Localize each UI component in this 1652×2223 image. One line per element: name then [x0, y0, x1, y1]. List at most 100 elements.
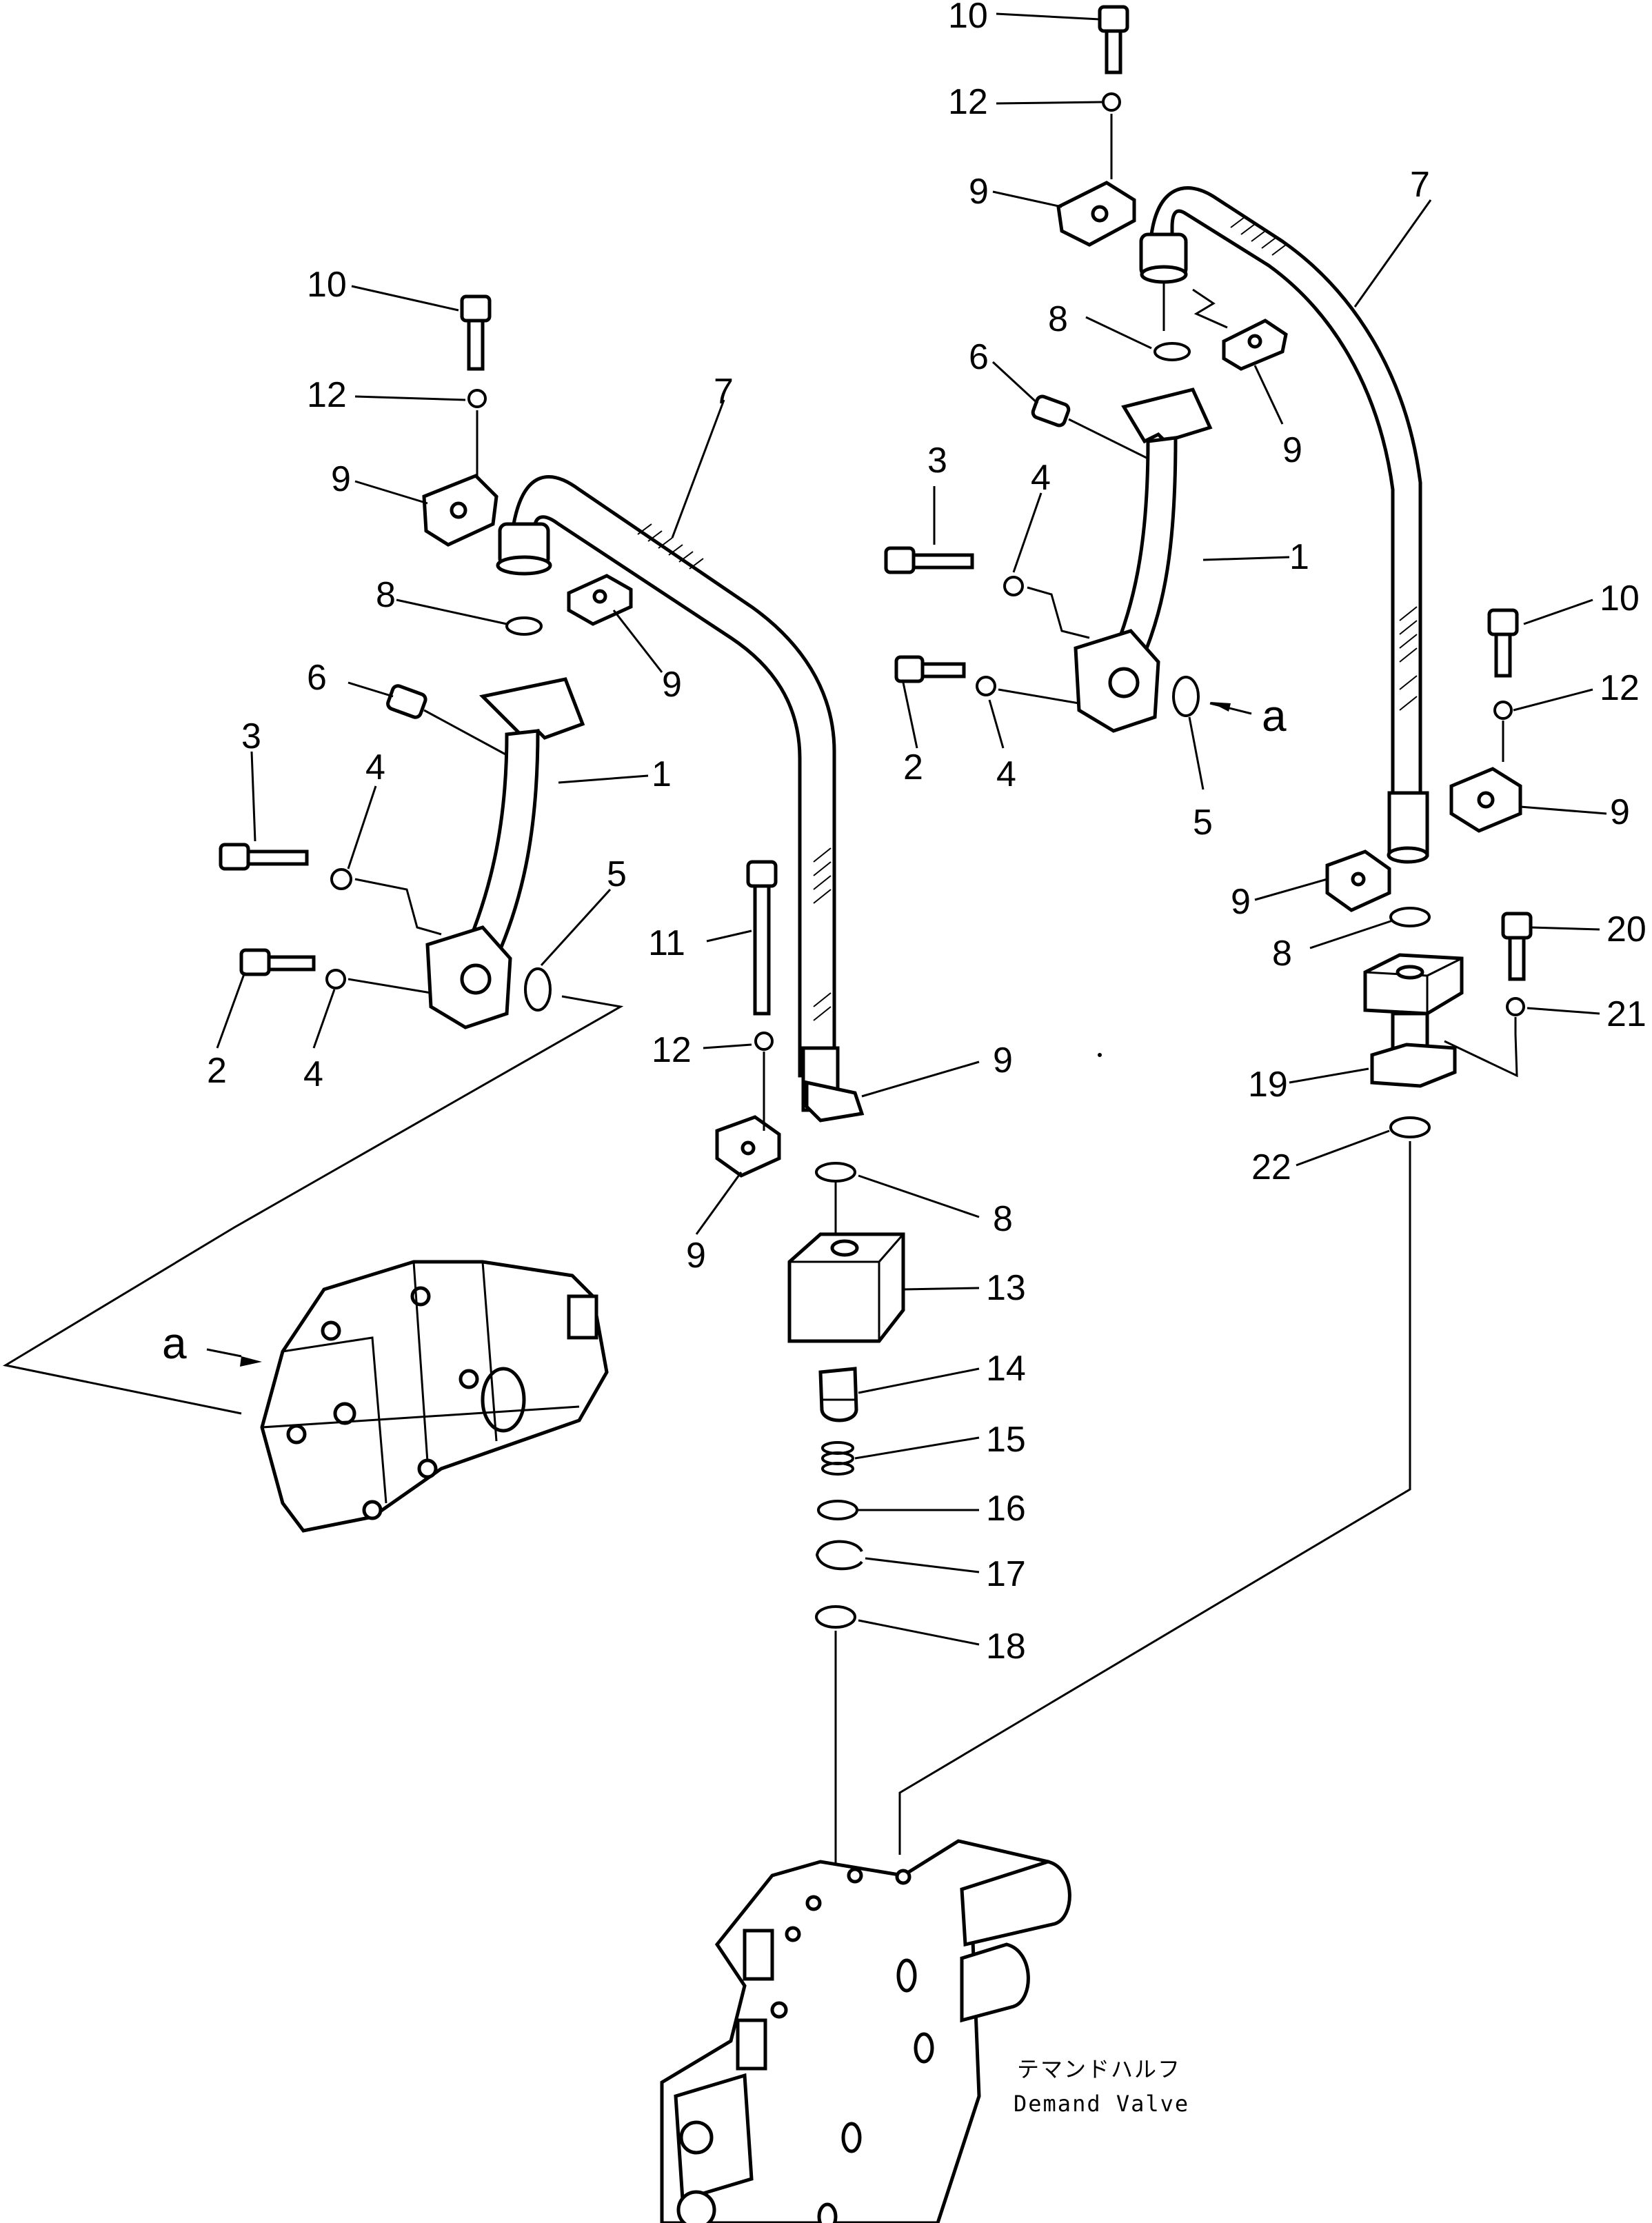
washer-4-right-top	[1003, 576, 1024, 596]
callout-right-9-top: 9	[969, 172, 989, 212]
callout-left-6: 6	[307, 658, 327, 698]
leader-lines	[206, 12, 1607, 1646]
plug-6-left	[386, 684, 427, 719]
view-marker-a-pump: a	[162, 1318, 187, 1368]
flange-half-9-right-top	[1056, 181, 1136, 247]
callout-left-12-top: 12	[307, 375, 347, 415]
callout-left-3: 3	[241, 716, 261, 756]
callout-right-21: 21	[1606, 994, 1646, 1034]
callout-right-12-lower: 12	[1600, 668, 1640, 708]
callout-left-1: 1	[652, 754, 672, 794]
hydraulic-pump	[260, 1260, 609, 1533]
bolt-3-left	[219, 843, 309, 871]
callout-left-2: 2	[207, 1051, 227, 1091]
oring-18	[815, 1605, 856, 1629]
view-arrow-a-right	[1209, 702, 1252, 715]
leader-to-pump-left	[2, 995, 624, 1415]
callout-left-13: 13	[986, 1268, 1026, 1308]
oring-8-left-top	[505, 616, 543, 636]
oring-5-right	[1172, 676, 1200, 717]
callout-left-4-bottom: 4	[303, 1054, 323, 1094]
callout-right-4-top: 4	[1031, 458, 1051, 498]
flange-half-9-right-mid	[1222, 319, 1288, 371]
callout-right-4-bottom: 4	[996, 754, 1016, 794]
oring-22	[1389, 1116, 1431, 1138]
demand-valve	[660, 1839, 1071, 2223]
tube-1-right	[1074, 388, 1213, 733]
flange-half-9-left-top	[422, 474, 498, 547]
bolt-10-right-lower	[1487, 608, 1519, 678]
caption-english: Demand Valve	[1014, 2091, 1189, 2117]
callout-right-3: 3	[927, 441, 947, 481]
valve-block-13	[787, 1232, 905, 1343]
leader-22-to-valve	[898, 1141, 1411, 1855]
callout-left-12-bottom: 12	[652, 1030, 692, 1070]
flange-half-9-left-mid	[567, 574, 633, 626]
callout-right-10-lower: 10	[1600, 579, 1640, 618]
oring-8-right-top	[1154, 342, 1191, 361]
callout-left-8-top: 8	[376, 575, 396, 615]
callout-right-9-lower: 9	[1610, 792, 1630, 832]
washer-12-left-bottom	[754, 1032, 774, 1051]
callout-right-9-mid: 9	[1282, 430, 1302, 470]
washer-21	[1506, 997, 1525, 1016]
callout-right-6: 6	[969, 337, 989, 377]
callout-right-8-lower: 8	[1272, 934, 1292, 974]
bolt-11	[746, 860, 778, 1016]
callout-right-19: 19	[1248, 1065, 1288, 1105]
callout-right-7: 7	[1410, 165, 1430, 205]
callout-left-10: 10	[307, 265, 347, 305]
callout-left-17: 17	[986, 1554, 1026, 1594]
washer-4-left-top	[330, 868, 352, 890]
callout-right-2: 2	[903, 747, 923, 787]
flange-half-9-left-lower	[715, 1115, 781, 1178]
bolt-20	[1501, 912, 1533, 981]
callouts-left: 10 12 9 7 8 9 6 1 3 4 5 2 4 11 12 9 9 8 …	[162, 265, 1026, 1667]
caption-japanese: テマンドハルフ	[1017, 2056, 1181, 2082]
flange-half-9-right-lower	[1449, 767, 1522, 833]
callout-left-9-pipe: 9	[993, 1040, 1013, 1080]
callout-right-22: 22	[1251, 1147, 1291, 1187]
tube-1-left	[425, 677, 585, 1029]
callout-left-9-top: 9	[331, 459, 351, 499]
poppet-14	[818, 1367, 858, 1422]
callout-left-16: 16	[986, 1489, 1026, 1529]
adapter-19	[1363, 953, 1464, 1088]
flange-half-9-right-bottom	[1325, 849, 1391, 912]
callout-left-15: 15	[986, 1420, 1026, 1460]
washer-4-left-bottom	[325, 969, 346, 989]
washer-12-right-lower	[1493, 701, 1513, 720]
callout-right-12-top: 12	[948, 82, 988, 122]
callout-left-5: 5	[607, 854, 627, 894]
callouts-right: 10 12 9 7 8 9 6 1 3 4 2 4 5 a 10 12 9 9 …	[903, 0, 1646, 1187]
bolt-3-right	[884, 546, 974, 574]
snap-ring-17	[815, 1540, 863, 1571]
callout-left-9-mid: 9	[662, 665, 682, 705]
callout-left-7: 7	[714, 372, 734, 412]
callout-left-14: 14	[986, 1349, 1026, 1389]
oring-8-left-lower	[815, 1162, 856, 1183]
spring-15	[821, 1441, 854, 1476]
flange-half-9-left-bottom-pipe	[805, 1080, 865, 1123]
bolt-2-right	[894, 655, 966, 683]
callout-right-5: 5	[1193, 803, 1213, 843]
callout-left-11: 11	[648, 923, 685, 963]
callout-right-10-top: 10	[948, 0, 988, 36]
washer-12-right-top	[1102, 92, 1121, 112]
bolt-10-right-top	[1098, 5, 1129, 74]
view-marker-a-right: a	[1262, 691, 1287, 741]
pipe-7-right	[1139, 186, 1429, 864]
callout-left-9-lower: 9	[686, 1236, 706, 1276]
callout-right-1: 1	[1289, 537, 1309, 577]
demand-valve-caption: テマンドハルフ Demand Valve	[1014, 2056, 1189, 2117]
washer-12-left-top	[467, 389, 487, 408]
callout-left-4-top: 4	[365, 747, 385, 787]
callout-right-20: 20	[1606, 909, 1646, 949]
callout-left-18: 18	[986, 1627, 1026, 1667]
callout-right-8-top: 8	[1048, 299, 1068, 339]
bolt-2-left	[239, 948, 316, 976]
plug-6-right	[1031, 394, 1071, 428]
stray-dot	[1098, 1053, 1102, 1057]
seat-16	[817, 1500, 858, 1520]
